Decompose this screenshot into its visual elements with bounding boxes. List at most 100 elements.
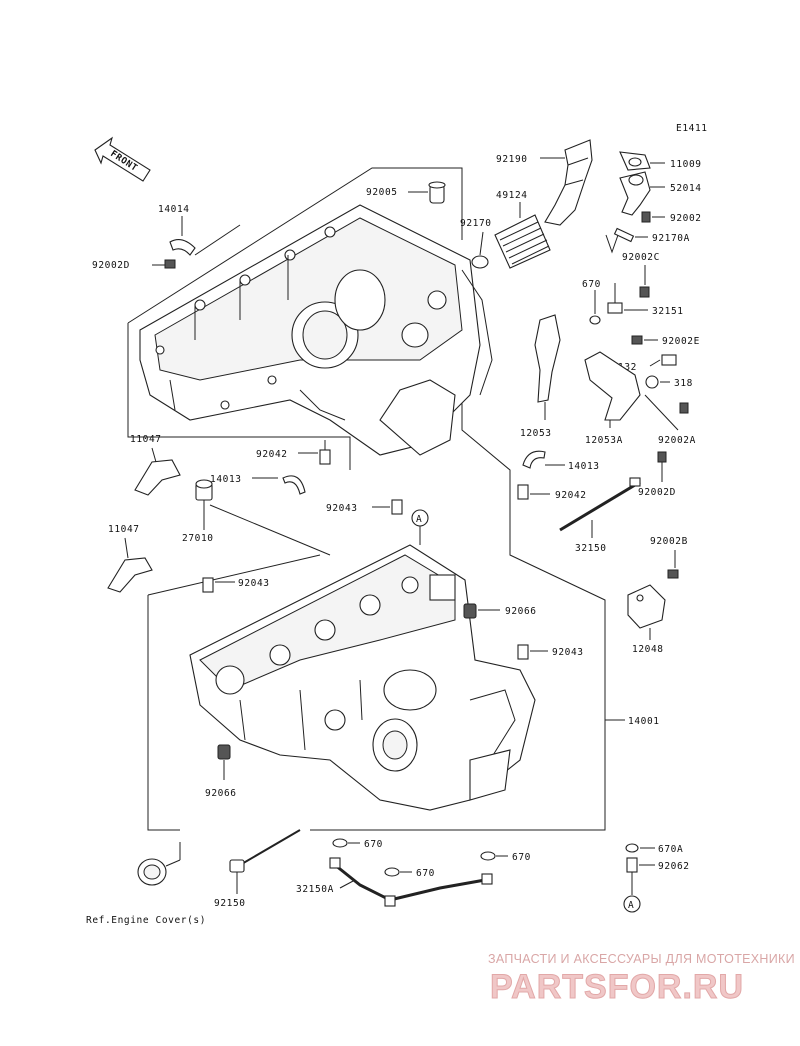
part-14014 [169,216,196,256]
lower-crankcase [189,544,536,811]
callout-a-top-label: A [416,514,422,525]
diagram-code: E1411 [676,123,708,134]
label-12053: 12053 [520,428,552,439]
part-92043-c [517,644,548,660]
label-92002D-mid: 92002D [638,487,676,498]
part-92002E [631,335,658,345]
label-92043-a: 92043 [326,503,358,514]
label-32150: 32150 [575,543,607,554]
part-12053 [534,314,561,420]
label-11047-a: 11047 [130,434,162,445]
part-32150 [559,477,641,538]
part-11047-b [107,537,153,593]
part-92002 [641,211,665,223]
label-14013-b: 14013 [568,461,600,472]
label-132: 132 [618,362,637,373]
label-52014: 52014 [670,183,702,194]
part-12048 [627,584,666,640]
part-92043-a [372,499,403,515]
part-32151 [607,283,648,314]
part-12053A [584,351,641,428]
label-92002A: 92002A [658,435,696,446]
label-670-top: 670 [582,279,601,290]
part-92062 [626,857,655,895]
part-92002C [639,265,650,298]
label-92002E: 92002E [662,336,700,347]
label-670-b: 670 [416,868,435,879]
label-14014: 14014 [158,204,190,215]
part-92150 [229,829,301,894]
part-14013-b [522,450,565,469]
part-11047-a [134,447,181,496]
part-92170 [471,231,489,269]
label-49124: 49124 [496,190,528,201]
label-14013-a: 14013 [210,474,242,485]
part-92042-b [517,484,550,500]
part-14013-a [252,475,306,495]
label-32151: 32151 [652,306,684,317]
part-670-b [384,867,412,877]
label-12053A: 12053A [585,435,623,446]
label-92005: 92005 [366,187,398,198]
label-92002D-top: 92002D [92,260,130,271]
watermark-brand: PARTSFOR.RU [490,968,744,1006]
label-92002B: 92002B [650,536,688,547]
label-92042-a: 92042 [256,449,288,460]
part-92042-a [298,440,331,465]
part-92043-b [202,577,235,593]
label-12048: 12048 [632,644,664,655]
label-92170: 92170 [460,218,492,229]
part-318 [645,375,670,389]
part-670-c [480,851,508,861]
callout-a-bottom: A [623,895,641,913]
label-92190: 92190 [496,154,528,165]
upper-case-boundary [127,323,351,470]
label-27010: 27010 [182,533,214,544]
part-52014 [619,171,665,216]
label-92042-b: 92042 [555,490,587,501]
label-92062: 92062 [658,861,690,872]
watermark: ЗАПЧАСТИ И АКСЕССУАРЫ ДЛЯ МОТОТЕХНИКИ PA… [488,952,795,1007]
part-92002A [644,394,689,431]
part-92005 [408,181,446,204]
label-318: 318 [674,378,693,389]
part-92002D-top [152,224,241,269]
label-92170A: 92170A [652,233,690,244]
part-engine-cover-seal [137,842,181,886]
label-92043-c: 92043 [552,647,584,658]
part-32150A [329,857,493,907]
part-27010 [195,479,213,530]
label-670A: 670A [658,844,683,855]
label-11047-b: 11047 [108,524,140,535]
label-11009: 11009 [670,159,702,170]
watermark-tagline: ЗАПЧАСТИ И АКСЕССУАРЫ ДЛЯ МОТОТЕХНИКИ [488,952,795,966]
label-92043-b: 92043 [238,578,270,589]
label-670-a: 670 [364,839,383,850]
part-670-a [332,838,360,848]
part-670-top [589,290,601,325]
front-arrow-icon: FRONT [94,136,151,182]
part-670A [625,843,655,853]
upper-crankcase [139,204,493,456]
part-92190 [540,139,593,226]
lower-case-boundary [147,595,180,831]
part-49124 [494,202,551,269]
part-92066-b [217,744,231,780]
label-92066-b: 92066 [205,788,237,799]
part-92170A [605,227,648,254]
callout-a-bottom-label: A [628,900,634,911]
part-132 [649,354,677,367]
part-92066-a [463,603,500,619]
part-92002D-mid [657,451,667,482]
ref-engine-cover-label: Ref.Engine Cover(s) [86,915,206,926]
part-11009 [619,151,665,171]
label-14001: 14001 [628,716,660,727]
callout-a-top: A [411,509,429,545]
label-92066-a: 92066 [505,606,537,617]
label-92002: 92002 [670,213,702,224]
label-92002C: 92002C [622,252,660,263]
label-32150A: 32150A [296,884,334,895]
label-670-c: 670 [512,852,531,863]
part-92002B [667,550,679,579]
